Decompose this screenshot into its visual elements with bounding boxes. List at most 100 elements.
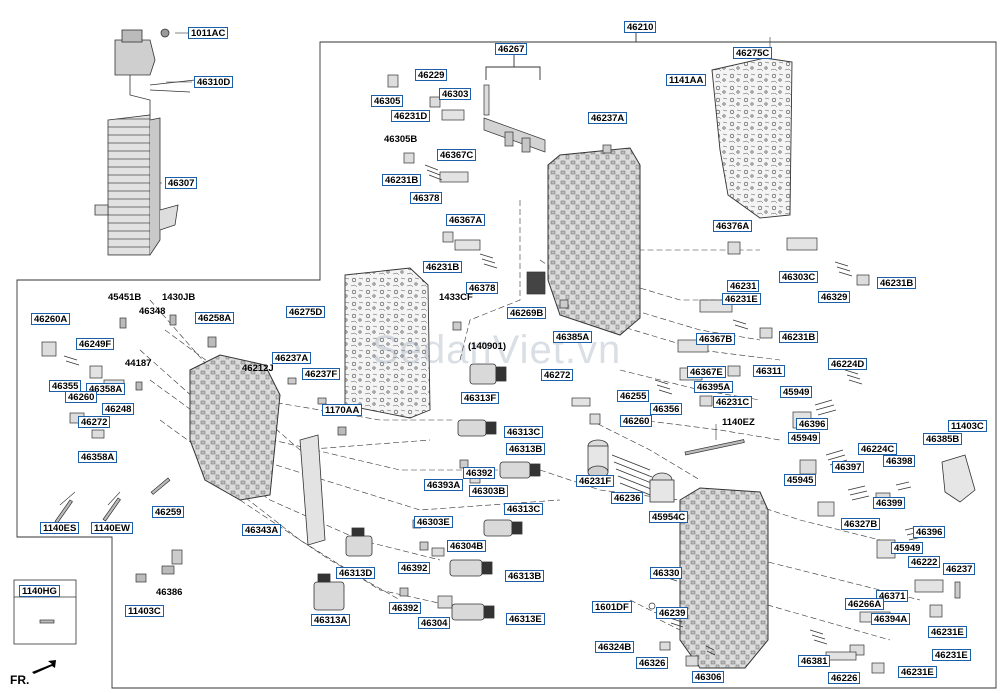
part-label-25: 1430JB	[162, 292, 196, 303]
part-label-109: 46326	[636, 657, 669, 669]
part-label-71: 46231F	[576, 475, 615, 487]
bolts	[39, 439, 745, 624]
part-label-102: 46304	[418, 617, 451, 629]
part-label-52: 46255	[617, 390, 650, 402]
part-label-99: 46239	[656, 607, 689, 619]
part-label-3: 46275C	[733, 47, 773, 59]
part-label-24: 45451B	[108, 292, 142, 303]
part-label-77: 46259	[152, 506, 185, 518]
part-label-100: 46266A	[845, 598, 885, 610]
part-label-88: 46222	[908, 556, 941, 568]
part-label-44: 46272	[541, 369, 574, 381]
part-label-90: 46392	[398, 562, 431, 574]
part-label-13: 46231B	[382, 174, 422, 186]
part-label-112: 46231E	[898, 666, 937, 678]
part-label-61: 46313C	[504, 426, 544, 438]
part-label-108: 46231E	[932, 649, 971, 661]
part-label-93: 46237	[943, 563, 976, 575]
part-label-81: 45954C	[649, 511, 689, 523]
part-label-31: 46269B	[507, 307, 547, 319]
front-arrow-icon	[32, 660, 56, 674]
part-label-85: 46304B	[447, 540, 487, 552]
part-label-35: (140901)	[468, 341, 507, 352]
part-label-21: 46231B	[877, 277, 917, 289]
part-label-101: 46313A	[311, 614, 351, 626]
part-label-107: 46381	[798, 655, 831, 667]
part-label-23: 46329	[818, 291, 851, 303]
part-label-29: 46258A	[195, 312, 235, 324]
part-label-47: 46313F	[461, 392, 500, 404]
part-label-69: 46392	[463, 467, 496, 479]
part-label-7: 46310D	[194, 76, 234, 88]
solenoids	[313, 363, 541, 621]
part-label-39: 46212J	[242, 363, 274, 374]
part-label-56: 1170AA	[322, 404, 363, 416]
part-label-11: 46305B	[384, 134, 418, 145]
part-label-30: 46275D	[286, 306, 326, 318]
separator-plate-upper	[711, 57, 793, 219]
part-label-12: 46367C	[437, 149, 477, 161]
front-direction-label: FR.	[10, 673, 30, 687]
part-label-36: 46367B	[696, 333, 736, 345]
part-label-8: 1141AA	[666, 74, 707, 86]
part-label-4: 46229	[415, 69, 448, 81]
part-label-70: 46397	[832, 461, 865, 473]
part-label-6: 46305	[371, 95, 404, 107]
part-label-84: 46343A	[242, 524, 282, 536]
part-label-53: 46356	[650, 403, 683, 415]
part-label-42: 46355	[49, 380, 82, 392]
part-label-79: 1140ES	[40, 522, 80, 534]
part-label-82: 46303E	[414, 516, 453, 528]
part-label-58: 46272	[78, 416, 111, 428]
part-label-20: 46303C	[779, 271, 819, 283]
part-label-65: 46313B	[506, 443, 546, 455]
part-label-113: 1140HG	[19, 585, 60, 597]
part-label-62: 1140EZ	[722, 417, 755, 428]
part-label-105: 46324B	[595, 641, 635, 653]
part-label-66: 46358A	[78, 451, 118, 463]
part-label-86: 46396	[913, 526, 946, 538]
part-label-67: 46224C	[858, 443, 898, 455]
part-label-72: 45945	[784, 474, 817, 486]
upper-valve-body	[547, 147, 641, 336]
part-label-78: 46313C	[504, 503, 544, 515]
part-label-51: 46260	[65, 391, 98, 403]
part-label-60: 11403C	[948, 420, 987, 432]
part-label-111: 46226	[828, 672, 861, 684]
part-label-68: 46398	[883, 455, 916, 467]
part-label-49: 46395A	[694, 381, 734, 393]
part-label-83: 46327B	[841, 518, 881, 530]
part-label-26: 1433CF	[439, 292, 473, 303]
part-label-45: 46367E	[687, 366, 726, 378]
part-label-59: 46396	[796, 418, 829, 430]
part-label-98: 46392	[389, 602, 422, 614]
part-label-106: 46231E	[928, 626, 967, 638]
part-label-10: 46237A	[588, 112, 628, 124]
part-label-37: 44187	[125, 358, 152, 369]
part-label-19: 46231	[727, 280, 760, 292]
part-label-94: 46386	[156, 587, 183, 598]
solid-leaders	[59, 32, 771, 506]
part-label-27: 46348	[139, 306, 166, 317]
part-label-1: 46210	[624, 21, 657, 33]
part-label-64: 46385B	[923, 433, 963, 445]
part-label-46: 46311	[753, 365, 785, 377]
part-label-80: 1140EW	[91, 522, 133, 534]
part-label-0: 1011AC	[188, 27, 229, 39]
lower-valve-body	[679, 487, 769, 669]
part-label-57: 46260	[620, 415, 653, 427]
part-label-16: 46367A	[446, 214, 486, 226]
part-label-34: 46249F	[76, 338, 115, 350]
part-label-40: 46231B	[779, 331, 819, 343]
part-label-76: 46236	[611, 492, 644, 504]
part-label-18: 46231B	[423, 261, 463, 273]
part-label-103: 46313E	[506, 613, 545, 625]
solenoid-bracket	[299, 434, 326, 546]
part-label-97: 1601DF	[592, 601, 632, 613]
part-label-104: 46394A	[871, 613, 911, 625]
part-label-2: 46267	[495, 43, 528, 55]
part-label-38: 46237A	[272, 352, 312, 364]
part-label-14: 46307	[165, 177, 198, 189]
